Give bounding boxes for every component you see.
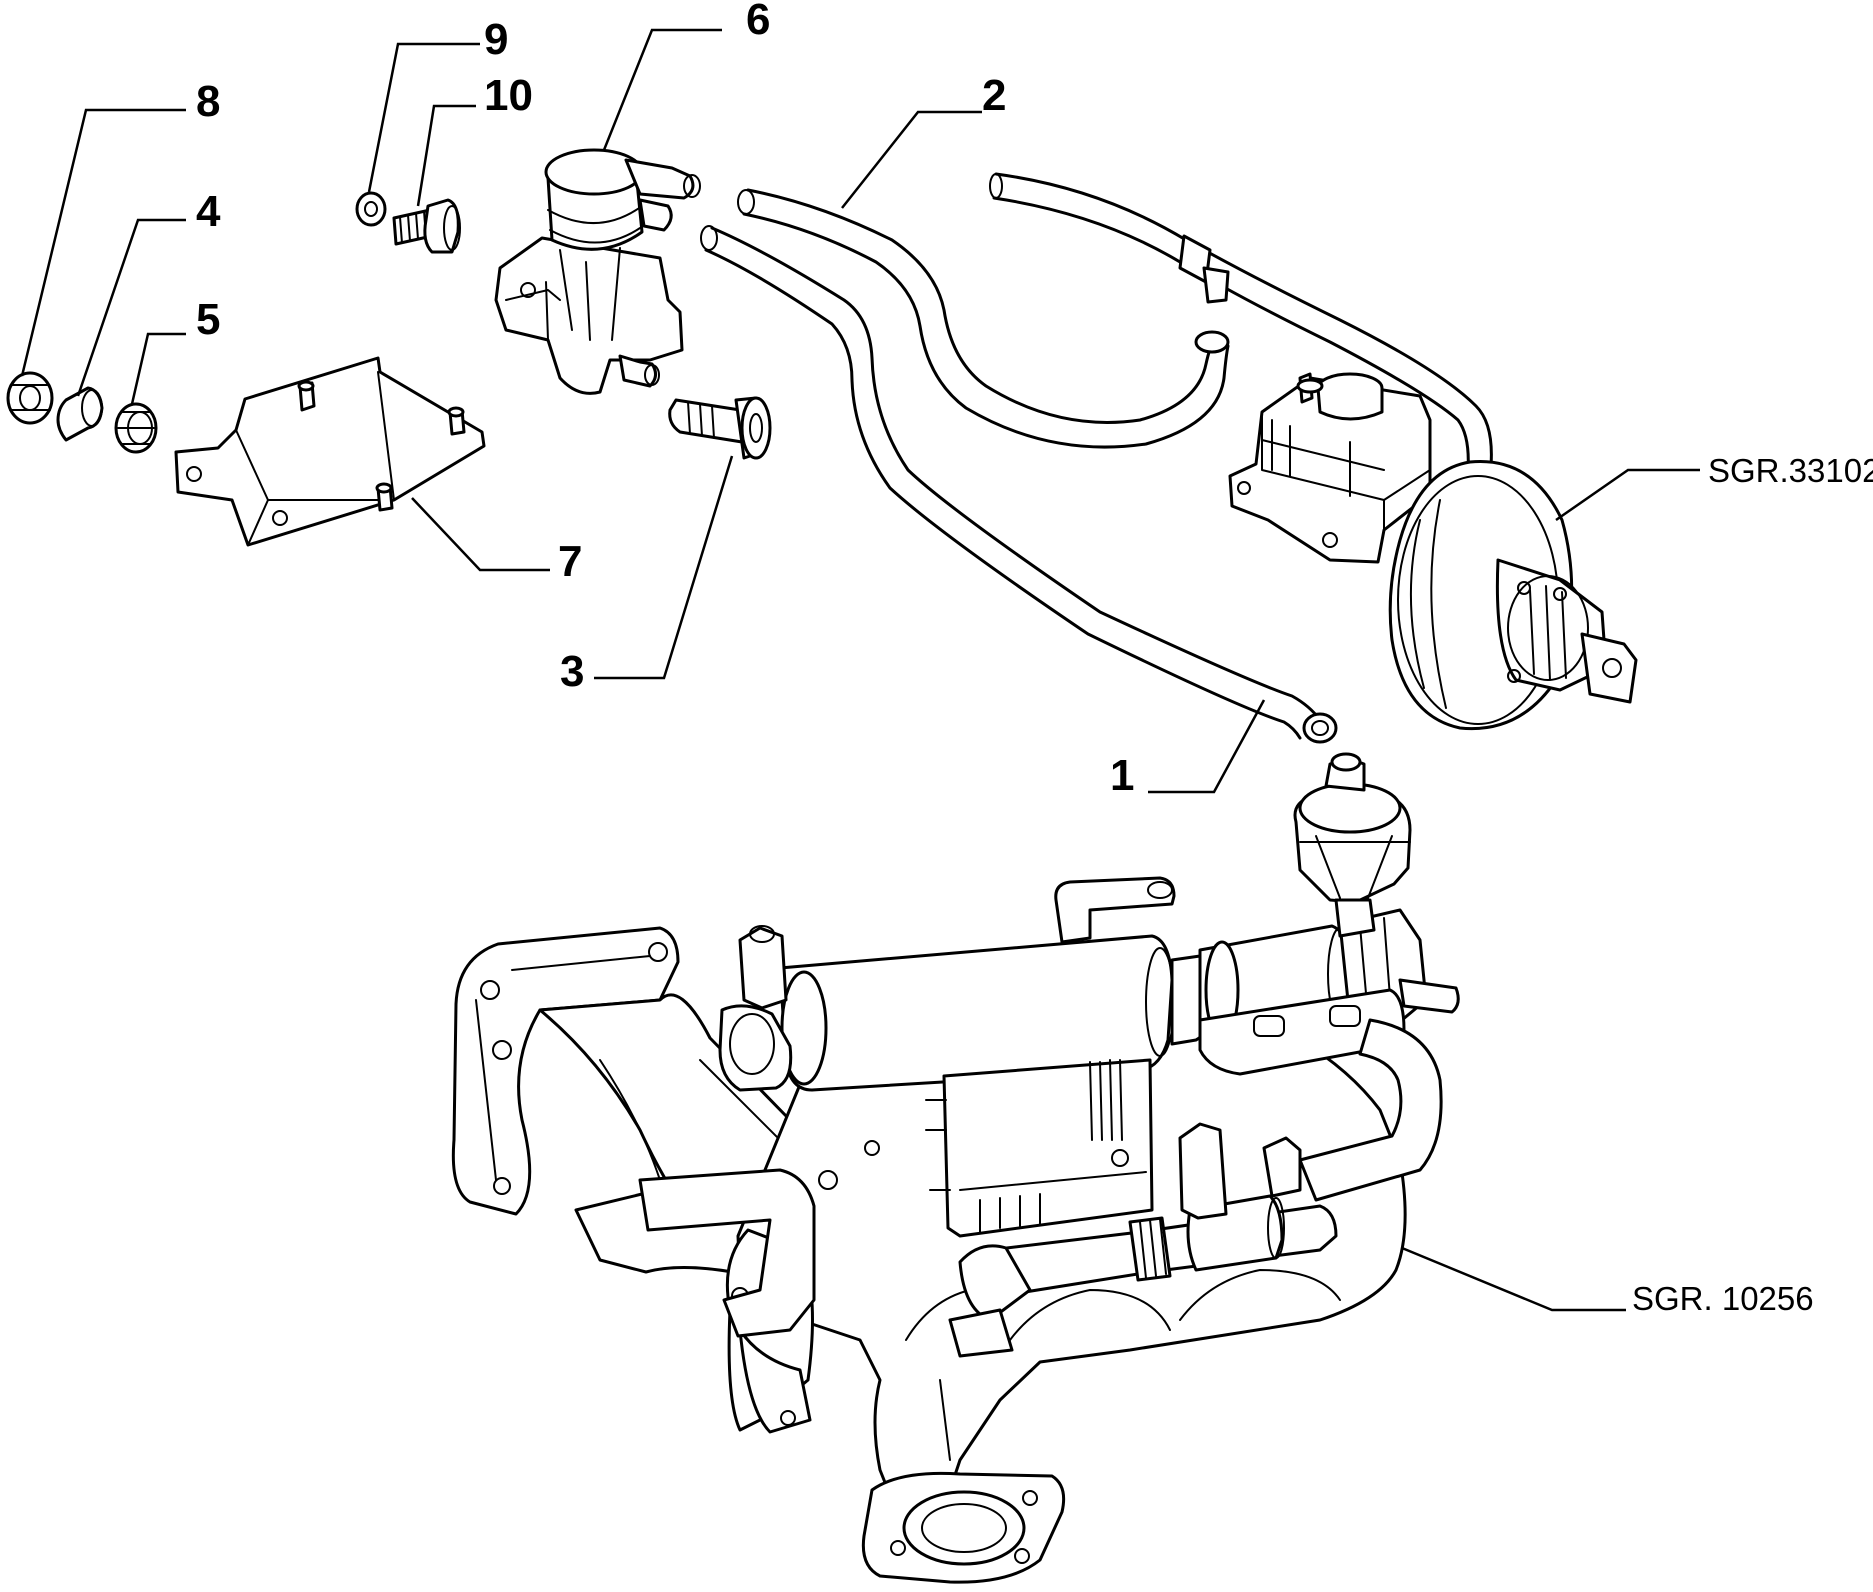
part-8-nut (6, 371, 54, 425)
callout-4: 4 (196, 187, 221, 236)
brake-booster (1388, 459, 1638, 731)
brake-master-cylinder (1228, 372, 1432, 564)
part-2-vacuum-hose (737, 188, 1230, 449)
callout-5: 5 (196, 295, 220, 344)
part-9-washer (355, 191, 387, 227)
callout-1: 1 (1110, 751, 1134, 800)
leader-lines (20, 28, 1700, 1312)
callout-3: 3 (560, 647, 584, 696)
callout-6: 6 (746, 0, 770, 44)
part-7-bracket (174, 356, 486, 547)
part-6-vacuum-valve (494, 148, 701, 395)
callout-9: 9 (484, 15, 508, 64)
callout-7: 7 (558, 537, 582, 586)
part-1-vacuum-hose (700, 225, 1338, 744)
part-5-grommet (114, 402, 158, 454)
part-4-spacer (56, 386, 104, 442)
booster-supply-hose (989, 172, 1493, 478)
callout-10: 10 (484, 71, 533, 120)
part-3-screw (668, 396, 772, 460)
ref-intake-manifold: SGR. 10256 (1632, 1280, 1814, 1317)
intake-manifold-assembly (451, 752, 1460, 1584)
ref-brake-booster: SGR.33102 (1708, 452, 1873, 489)
callout-8: 8 (196, 77, 220, 126)
callout-2: 2 (982, 71, 1006, 120)
part-10-bolt (392, 198, 461, 254)
